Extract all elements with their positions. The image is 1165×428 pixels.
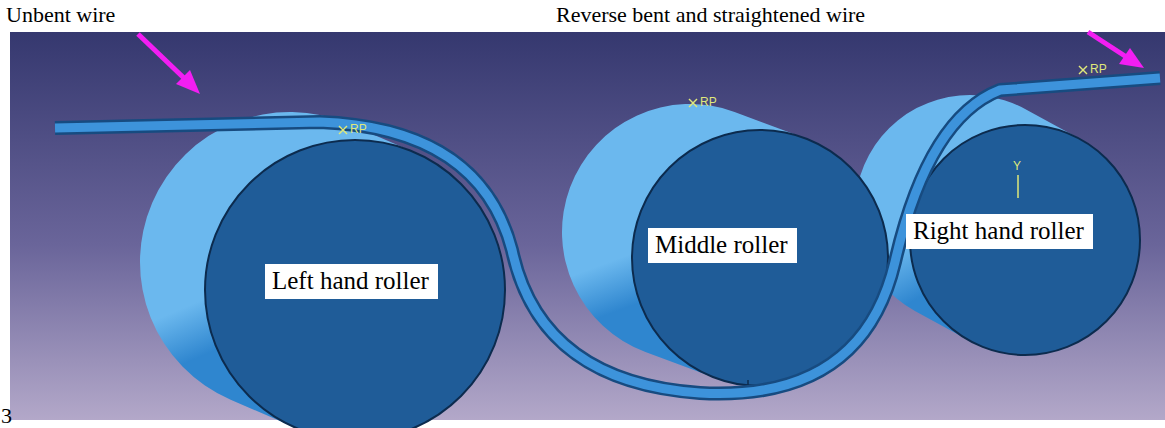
- left-roller: [205, 140, 505, 428]
- figure-number: 3: [1, 404, 12, 428]
- reference-point-label: RP: [700, 96, 717, 109]
- roller-label-box: Left hand roller: [265, 264, 438, 299]
- rp-markers: [339, 66, 1087, 198]
- roller-name: Middle roller: [655, 231, 788, 260]
- roller-label-box: Middle roller: [648, 228, 797, 263]
- roller-name: Right hand roller: [913, 217, 1084, 246]
- wire-label: Unbent wire: [6, 3, 115, 27]
- background: [10, 32, 1165, 420]
- reference-point-label: RP: [350, 123, 367, 136]
- wire-strip: [55, 78, 1160, 394]
- right-roller: [910, 125, 1140, 355]
- roller-name: Left hand roller: [272, 267, 429, 296]
- wire-label: Reverse bent and straightened wire: [556, 3, 865, 27]
- pointer-arrows: [138, 32, 1144, 94]
- reference-point-label: RP: [1090, 63, 1107, 76]
- roller-label-box: Right hand roller: [906, 214, 1093, 249]
- axis-label: Y: [1013, 160, 1021, 173]
